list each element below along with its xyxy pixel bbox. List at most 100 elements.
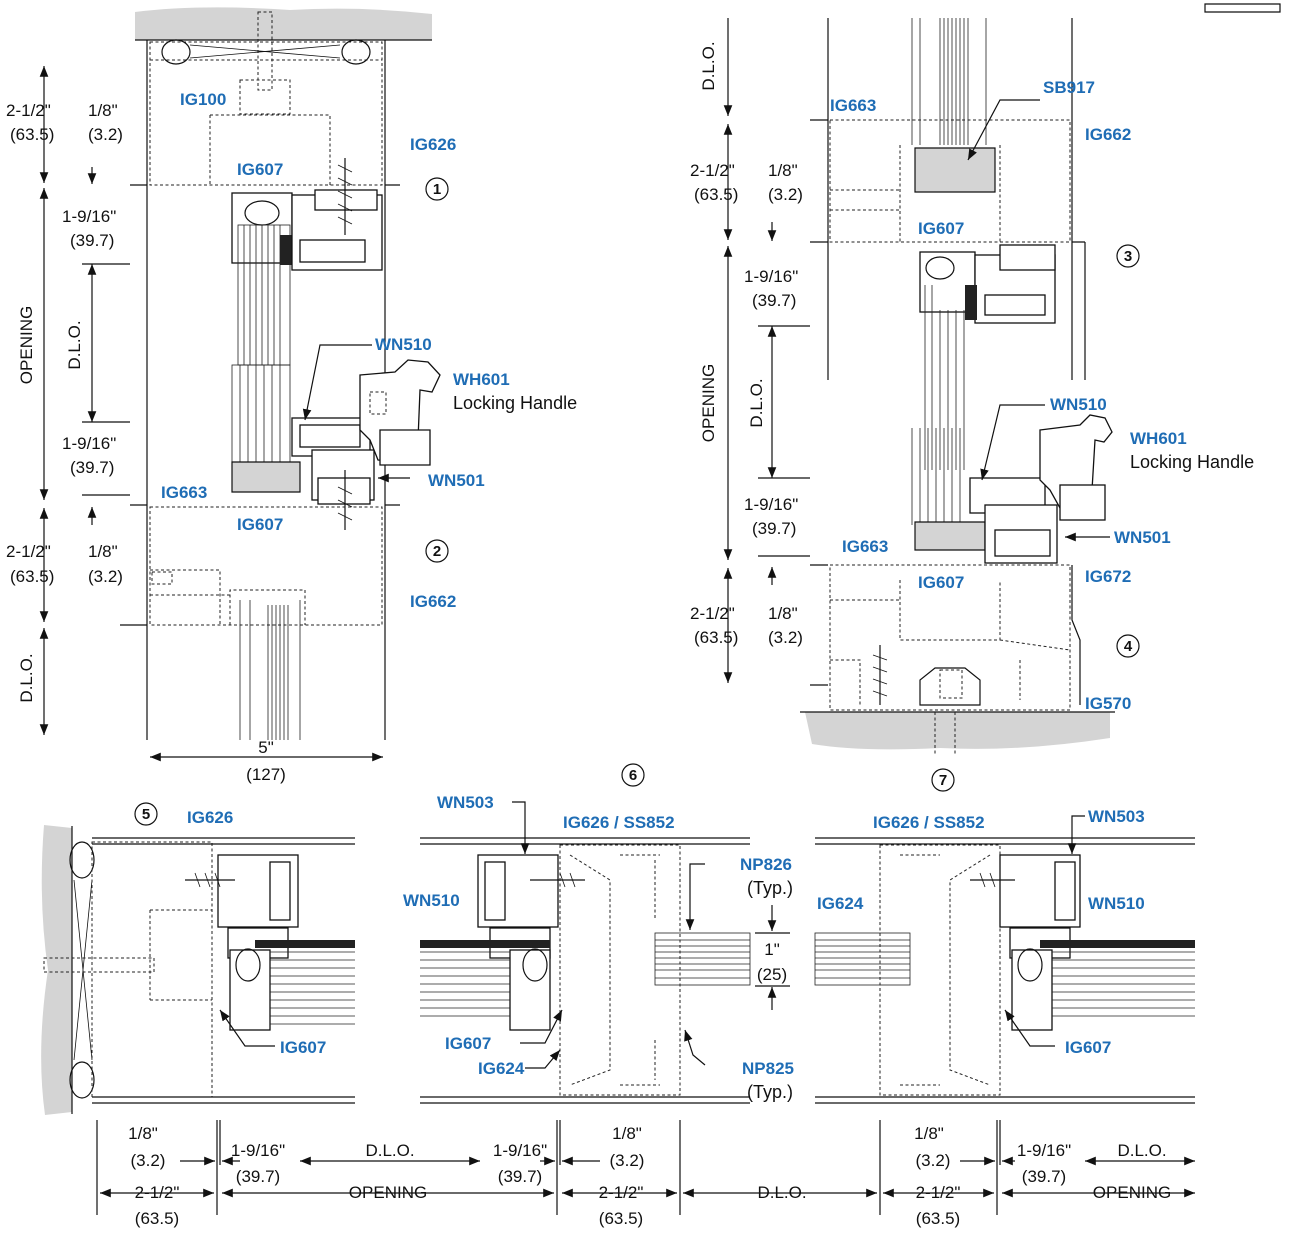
label-wn510: WN510 (375, 335, 432, 354)
dim-text: (63.5) (599, 1209, 643, 1228)
dim-text: (127) (246, 765, 286, 784)
dim-text: (39.7) (236, 1167, 280, 1186)
head-substrate (135, 7, 432, 41)
label-ig607: IG607 (237, 160, 283, 179)
dim-text: 2-1/2" (6, 101, 51, 120)
label-sb917: SB917 (1043, 78, 1095, 97)
dim-text: OPENING (1093, 1183, 1171, 1202)
dim-text: 1-9/16" (744, 267, 798, 286)
dim-text: D.L.O. (17, 653, 36, 702)
jamb-substrate (41, 825, 72, 1115)
label-wh601: WH601 (1130, 429, 1187, 448)
dim-text: (63.5) (694, 185, 738, 204)
sill-substrate (805, 712, 1110, 750)
dim-text: (63.5) (694, 628, 738, 647)
dim-text: 1/8" (612, 1124, 642, 1143)
callout-4: 4 (1124, 638, 1133, 655)
dim-text: D.L.O. (65, 320, 84, 369)
label-ig662: IG662 (1085, 125, 1131, 144)
label-wn501: WN501 (1114, 528, 1171, 547)
dim-text: 1-9/16" (231, 1141, 285, 1160)
label-ig607: IG607 (918, 219, 964, 238)
label-wn510: WN510 (403, 891, 460, 910)
label-ig607: IG607 (1065, 1038, 1111, 1057)
label-wh601: WH601 (453, 370, 510, 389)
dim-text: (39.7) (70, 458, 114, 477)
head-frame-outline (149, 41, 383, 186)
dim-text: 2-1/2" (916, 1183, 961, 1202)
label-ig626-ss852: IG626 / SS852 (873, 813, 985, 832)
label-ig570: IG570 (1085, 694, 1131, 713)
dim-text: 1/8" (768, 161, 798, 180)
dim-text: 1-9/16" (1017, 1141, 1071, 1160)
detail-6-geometry (420, 837, 751, 1104)
dim-text: 2-1/2" (6, 542, 51, 561)
detail-7-geometry (814, 837, 1195, 1104)
label-np826: NP826 (740, 855, 792, 874)
label-locking-handle: Locking Handle (453, 393, 577, 413)
callout-1: 1 (433, 181, 441, 198)
label-ig662: IG662 (410, 592, 456, 611)
dim-text: (3.2) (916, 1151, 951, 1170)
dim-text: 2-1/2" (690, 604, 735, 623)
label-ig626-ss852: IG626 / SS852 (563, 813, 675, 832)
dim-text: 1/8" (914, 1124, 944, 1143)
label-np825: NP825 (742, 1059, 794, 1078)
callout-7: 7 (939, 772, 947, 789)
label-ig607: IG607 (445, 1034, 491, 1053)
dim-text: (39.7) (752, 519, 796, 538)
dim-text: (63.5) (10, 567, 54, 586)
dim-text: (3.2) (768, 185, 803, 204)
dim-text: 1/8" (88, 101, 118, 120)
dim-text: (39.7) (70, 231, 114, 250)
leader-lines (219, 99, 1110, 1069)
callouts: 1 2 3 4 5 6 7 (134, 177, 1140, 826)
label-ig624: IG624 (817, 894, 864, 913)
dim-text: D.L.O. (365, 1141, 414, 1160)
dim-text: 2-1/2" (690, 161, 735, 180)
callout-2: 2 (433, 543, 441, 560)
dim-text: 1-9/16" (62, 434, 116, 453)
dim-text: 5" (258, 738, 274, 757)
label-wn510: WN510 (1050, 395, 1107, 414)
dim-text: OPENING (349, 1183, 427, 1202)
label-ig624: IG624 (478, 1059, 525, 1078)
dim-text: (63.5) (916, 1209, 960, 1228)
label-ig626: IG626 (187, 808, 233, 827)
dim-text: (63.5) (135, 1209, 179, 1228)
label-typ: (Typ.) (747, 878, 793, 898)
dim-text: D.L.O. (699, 41, 718, 90)
label-ig607: IG607 (918, 573, 964, 592)
dim-text: (3.2) (88, 567, 123, 586)
setting-block-sb917 (915, 148, 995, 192)
callout-5: 5 (142, 806, 150, 823)
dim-text: 1-9/16" (493, 1141, 547, 1160)
callout-6: 6 (629, 767, 637, 784)
label-locking-handle: Locking Handle (1130, 452, 1254, 472)
dimension-lines (39, 18, 1195, 1215)
label-typ: (Typ.) (747, 1082, 793, 1102)
dim-text: 1" (764, 940, 780, 959)
label-wn501: WN501 (428, 471, 485, 490)
label-ig663: IG663 (830, 96, 876, 115)
dim-text: OPENING (699, 364, 718, 442)
label-wn503: WN503 (1088, 807, 1145, 826)
label-ig663: IG663 (842, 537, 888, 556)
detail-3-4-geometry (800, 3, 1281, 755)
dim-text: (25) (757, 965, 787, 984)
label-ig626: IG626 (410, 135, 456, 154)
callout-circle-1 (425, 177, 449, 201)
detail-1-2-geometry (120, 7, 441, 740)
dim-text: (3.2) (88, 125, 123, 144)
label-ig672: IG672 (1085, 567, 1131, 586)
dimension-text: 2-1/2" (63.5) 1/8" (3.2) 1-9/16" (39.7) … (6, 41, 1171, 1228)
dim-text: OPENING (17, 306, 36, 384)
dim-text: 1/8" (768, 604, 798, 623)
label-ig607: IG607 (280, 1038, 326, 1057)
dim-text: (3.2) (131, 1151, 166, 1170)
part-labels: IG100 IG626 IG607 WN510 WH601 Locking Ha… (161, 78, 1254, 1102)
dim-text: (39.7) (752, 291, 796, 310)
dim-text: 2-1/2" (135, 1183, 180, 1202)
